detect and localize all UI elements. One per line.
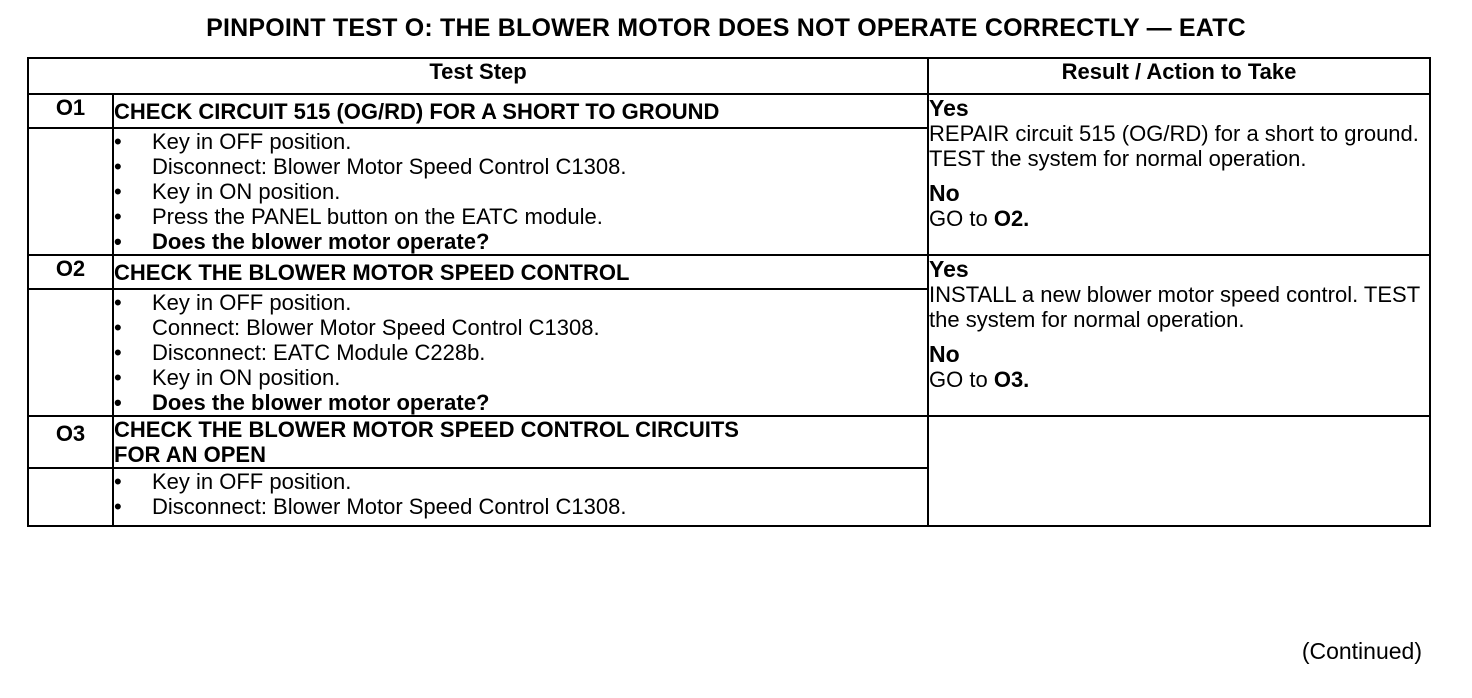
list-item: Disconnect: EATC Module C228b. <box>114 340 927 365</box>
step-title-line: CHECK THE BLOWER MOTOR SPEED CONTROL CIR… <box>114 417 739 442</box>
list-item: Key in OFF position. <box>114 290 927 315</box>
no-label: No <box>929 341 960 367</box>
yes-action: REPAIR circuit 515 (OG/RD) for a short t… <box>929 121 1419 171</box>
list-item: Key in ON position. <box>114 365 927 390</box>
step-body: Key in OFF position. Disconnect: Blower … <box>111 127 930 256</box>
continued-note: (Continued) <box>1301 638 1422 664</box>
yes-label: Yes <box>929 256 969 282</box>
step-body: Key in OFF position. Connect: Blower Mot… <box>111 288 930 417</box>
step-id: O2 <box>27 254 114 290</box>
step-title: CHECK THE BLOWER MOTOR SPEED CONTROL CIR… <box>111 415 930 469</box>
step-id-blank <box>27 288 114 417</box>
no-action: GO to O2. <box>929 206 1030 231</box>
step-title-line: FOR AN OPEN <box>114 442 266 467</box>
step-o3-title-row: O3 CHECK THE BLOWER MOTOR SPEED CONTROL … <box>27 415 1432 527</box>
step-title: CHECK CIRCUIT 515 (OG/RD) FOR A SHORT TO… <box>111 93 930 129</box>
step-id-blank <box>27 127 114 256</box>
step-id: O3 <box>27 415 114 469</box>
header-result: Result / Action to Take <box>927 57 1432 95</box>
list-item: Connect: Blower Motor Speed Control C130… <box>114 315 927 340</box>
list-item: Key in OFF position. <box>114 469 927 494</box>
step-o2-result: Yes INSTALL a new blower motor speed con… <box>927 254 1432 417</box>
step-instructions: Key in OFF position. Disconnect: Blower … <box>114 129 927 254</box>
yes-label: Yes <box>929 95 969 121</box>
step-question: Does the blower motor operate? <box>114 229 927 254</box>
list-item: Key in ON position. <box>114 179 927 204</box>
goto-step-link: O3. <box>993 367 1030 392</box>
list-item: Key in OFF position. <box>114 129 927 154</box>
step-o1-title-row: O1 CHECK CIRCUIT 515 (OG/RD) FOR A SHORT… <box>27 93 1432 256</box>
list-item: Disconnect: Blower Motor Speed Control C… <box>114 494 927 519</box>
step-instructions: Key in OFF position. Disconnect: Blower … <box>114 469 927 519</box>
list-item: Press the PANEL button on the EATC modul… <box>114 204 927 229</box>
pinpoint-test-table: Test Step Result / Action to Take O1 CHE… <box>26 57 1432 527</box>
step-o1-result: Yes REPAIR circuit 515 (OG/RD) for a sho… <box>927 93 1432 256</box>
step-o2-title-row: O2 CHECK THE BLOWER MOTOR SPEED CONTROL … <box>27 254 1432 417</box>
step-title: CHECK THE BLOWER MOTOR SPEED CONTROL <box>111 254 930 290</box>
no-label: No <box>929 180 960 206</box>
list-item: Disconnect: Blower Motor Speed Control C… <box>114 154 927 179</box>
step-instructions: Key in OFF position. Connect: Blower Mot… <box>114 290 927 415</box>
step-o3-result <box>927 415 1432 527</box>
step-o3-body-row: Key in OFF position. Disconnect: Blower … <box>27 467 1430 527</box>
no-action: GO to O3. <box>929 367 1030 392</box>
step-id-blank <box>27 467 114 527</box>
step-o1-body-row: Key in OFF position. Disconnect: Blower … <box>27 127 1430 256</box>
table-header-row: Test Step Result / Action to Take <box>26 57 1432 95</box>
yes-action: INSTALL a new blower motor speed control… <box>929 282 1420 332</box>
goto-step-link: O2. <box>993 206 1030 231</box>
step-id: O1 <box>27 93 114 129</box>
header-test-step: Test Step <box>26 57 930 95</box>
page-title: PINPOINT TEST O: THE BLOWER MOTOR DOES N… <box>206 14 1246 42</box>
step-body: Key in OFF position. Disconnect: Blower … <box>111 467 930 527</box>
step-question: Does the blower motor operate? <box>114 390 927 415</box>
step-o2-body-row: Key in OFF position. Connect: Blower Mot… <box>27 288 1430 417</box>
